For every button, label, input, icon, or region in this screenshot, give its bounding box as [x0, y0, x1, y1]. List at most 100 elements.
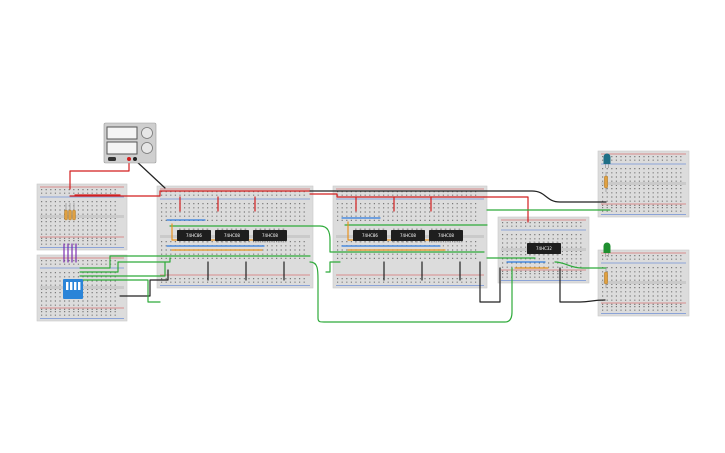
- ic-chip-body: [177, 230, 211, 241]
- resistor: [64, 209, 68, 221]
- ic-pin: [402, 241, 404, 243]
- hole-grid: [41, 201, 116, 219]
- ic-pin: [454, 241, 456, 243]
- wire-red-rail: [69, 190, 311, 197]
- ic-pin: [411, 228, 413, 230]
- ic-pin: [226, 228, 228, 230]
- ic-chip: 74HC08: [429, 228, 463, 243]
- wires: [63, 159, 611, 323]
- ic-pin: [273, 241, 275, 243]
- wire-green-2: [79, 257, 171, 273]
- ic-pin: [192, 228, 195, 230]
- power-supply[interactable]: [103, 122, 157, 164]
- wire-green-loop: [309, 261, 513, 323]
- ic-pin: [444, 241, 447, 243]
- ic-chip-label: 74HC08: [224, 233, 240, 238]
- ic-pin: [235, 241, 237, 243]
- ic-pin: [431, 228, 433, 230]
- psu-power-switch[interactable]: [108, 157, 116, 161]
- ic-pin: [188, 228, 190, 230]
- ic-pin: [268, 241, 271, 243]
- ic-pin: [264, 228, 266, 230]
- hole-grid: [337, 203, 477, 221]
- dip-switch[interactable]: [63, 279, 83, 299]
- ic-pin: [458, 228, 461, 230]
- ic-chip: 74HC86: [177, 228, 211, 243]
- psu-knob-current[interactable]: [141, 142, 153, 154]
- wire-black-left: [119, 269, 169, 297]
- ic-pin: [397, 228, 400, 230]
- ic-pin: [188, 241, 190, 243]
- ic-pin: [255, 228, 257, 230]
- ic-pin: [378, 228, 380, 230]
- ic-pin: [397, 241, 400, 243]
- ic-pin: [226, 241, 228, 243]
- center-channel: [40, 215, 124, 218]
- resistor-body: [604, 271, 608, 285]
- ic-chip: 74HC08: [391, 228, 425, 243]
- led-top: [603, 153, 611, 168]
- ic-pin: [547, 254, 549, 256]
- ic-pin: [268, 228, 271, 230]
- ic-pin: [282, 228, 285, 230]
- hole-grid: [41, 240, 116, 245]
- ic-pin: [416, 228, 418, 230]
- ic-pin: [547, 241, 549, 243]
- ic-pin: [217, 228, 219, 230]
- hole-grid: [161, 278, 305, 283]
- ic-chip: 74HC86: [353, 228, 387, 243]
- breadboard-led-top: [597, 150, 690, 218]
- ic-pin: [449, 228, 451, 230]
- ic-pin: [378, 241, 380, 243]
- wire-black-bottom-led: [559, 267, 606, 303]
- ic-pin: [529, 241, 531, 243]
- ic-pin: [244, 228, 247, 230]
- ic-pin: [420, 241, 423, 243]
- hole-grid: [41, 189, 116, 194]
- psu-display-current: [106, 141, 138, 155]
- ic-pin: [240, 241, 242, 243]
- psu-terminal-negative[interactable]: [133, 157, 137, 161]
- ic-pin: [264, 241, 266, 243]
- ic-chip-label: 74HC32: [536, 246, 552, 251]
- resistor-led-bottom: [604, 268, 608, 288]
- wire-green-5: [169, 225, 485, 253]
- resistor-led-top: [604, 172, 608, 192]
- hole-grid: [337, 278, 477, 283]
- ic-pin: [382, 241, 385, 243]
- ic-pin: [449, 241, 451, 243]
- ic-pin: [538, 254, 540, 256]
- wire-red-psu: [69, 159, 130, 190]
- ic-pin: [197, 228, 199, 230]
- dip-switch-toggle[interactable]: [78, 282, 81, 290]
- hole-grid: [41, 292, 116, 310]
- hole-grid: [41, 260, 116, 265]
- ic-pin: [179, 241, 181, 243]
- ic-pin: [364, 241, 366, 243]
- hole-grid: [161, 203, 305, 221]
- ic-pin: [440, 241, 442, 243]
- psu-knob-voltage[interactable]: [141, 127, 153, 139]
- psu-terminal-positive[interactable]: [127, 157, 131, 161]
- ic-chip: 74HC08: [215, 228, 249, 243]
- hole-grid: [41, 221, 116, 239]
- ic-chip-label: 74HC08: [400, 233, 416, 238]
- ic-pin: [368, 228, 371, 230]
- dip-switch-toggle[interactable]: [66, 282, 69, 290]
- ic-chip-label: 74HC86: [186, 233, 202, 238]
- ic-chip: 74HC32: [527, 241, 561, 256]
- ic-pin: [542, 241, 545, 243]
- ic-pin: [529, 254, 531, 256]
- ic-pin: [230, 228, 233, 230]
- ic-pin: [552, 241, 554, 243]
- ic-pin: [244, 241, 247, 243]
- led-top-dome: [603, 153, 611, 161]
- ic-pin: [420, 228, 423, 230]
- ic-pin: [444, 228, 447, 230]
- dip-switch-toggle[interactable]: [70, 282, 73, 290]
- wire-green-3: [79, 261, 166, 277]
- wire-green-bottom-led: [554, 261, 607, 269]
- ic-pin: [202, 228, 204, 230]
- led-bottom-dome: [603, 242, 611, 250]
- dip-switch-toggle[interactable]: [74, 282, 77, 290]
